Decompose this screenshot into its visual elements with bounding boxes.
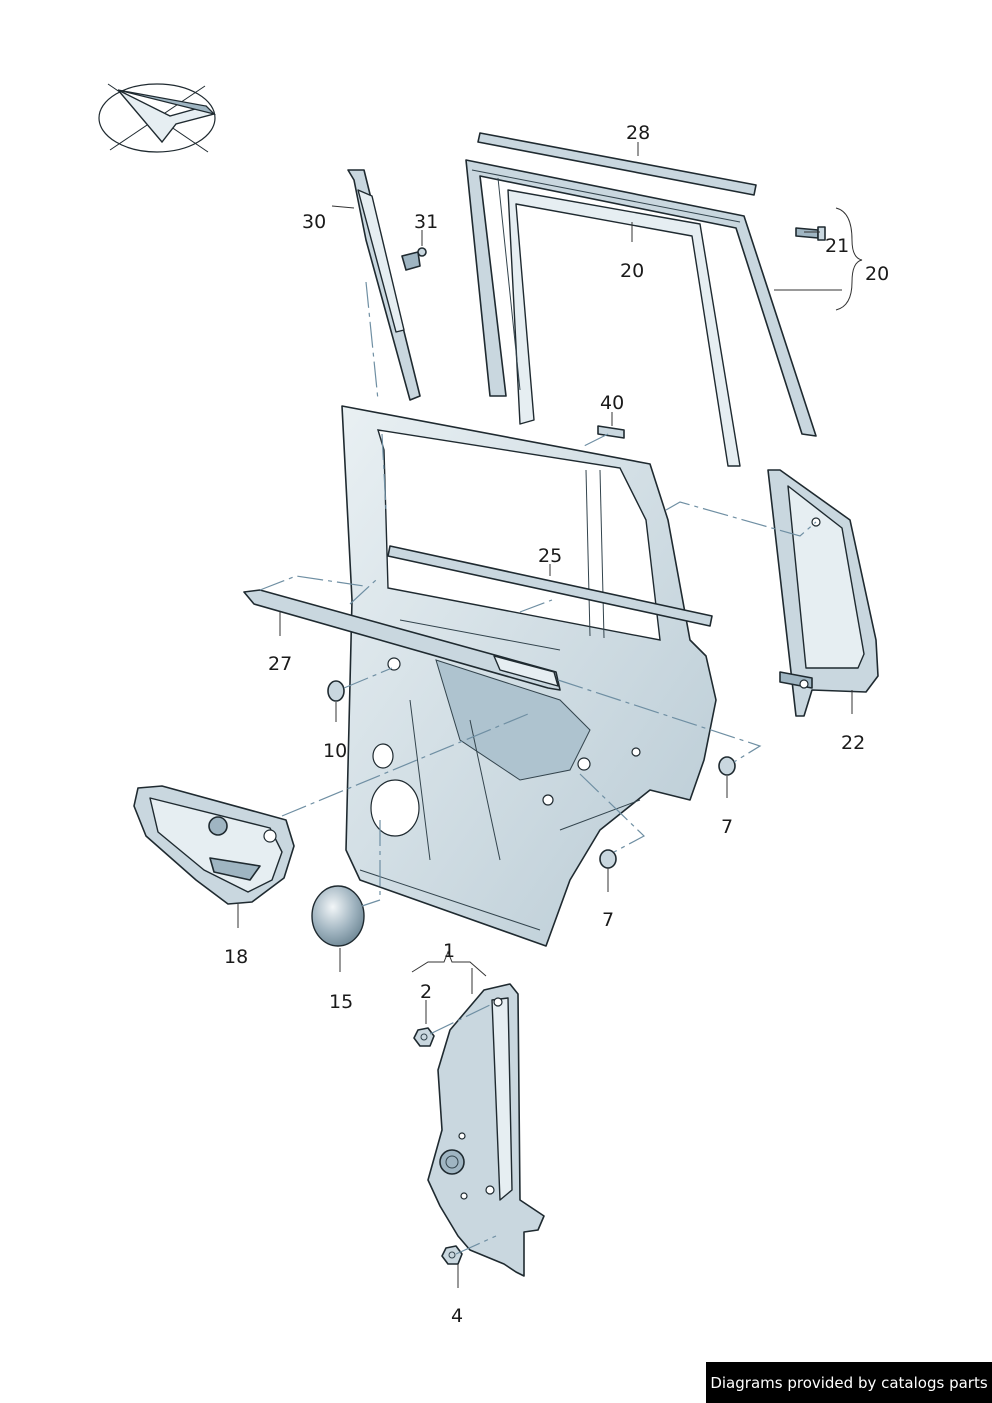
part-18-speaker-housing bbox=[133, 785, 295, 905]
callout-10: 10 bbox=[323, 740, 347, 762]
part-10-plug bbox=[327, 680, 345, 702]
part-28-outer-seal bbox=[477, 132, 757, 196]
part-7-plug-lower bbox=[599, 849, 617, 869]
callout-18: 18 bbox=[224, 946, 248, 968]
callout-21: 21 bbox=[825, 235, 849, 257]
callout-27: 27 bbox=[268, 653, 292, 675]
callout-7-lower: 7 bbox=[602, 909, 614, 931]
callout-labels: 28 30 31 20 21 20 40 25 27 22 10 7 7 18 … bbox=[224, 122, 889, 1327]
callout-7-upper: 7 bbox=[721, 816, 733, 838]
callout-40: 40 bbox=[600, 392, 624, 414]
part-40-pad bbox=[597, 425, 625, 439]
part-2-nut bbox=[413, 1027, 435, 1047]
callout-1: 1 bbox=[443, 940, 455, 962]
orientation-arrow-icon bbox=[98, 83, 216, 153]
callout-25: 25 bbox=[538, 545, 562, 567]
callout-22: 22 bbox=[841, 732, 865, 754]
watermark-label: Diagrams provided by catalogs parts bbox=[706, 1362, 992, 1403]
part-22-quarter-frame bbox=[767, 469, 879, 717]
part-1-window-regulator bbox=[427, 983, 545, 1277]
part-21-screw bbox=[795, 226, 826, 241]
part-31-clip bbox=[401, 247, 427, 271]
callout-20-group: 20 bbox=[865, 263, 889, 285]
callout-2: 2 bbox=[420, 981, 432, 1003]
leader-lines bbox=[237, 142, 863, 1288]
assembly-lines bbox=[259, 281, 817, 1255]
callout-28: 28 bbox=[626, 122, 650, 144]
part-20-window-channel bbox=[465, 159, 817, 467]
callout-4: 4 bbox=[451, 1305, 463, 1327]
callout-30: 30 bbox=[302, 211, 326, 233]
part-25-inner-belt-seal bbox=[387, 545, 713, 627]
part-15-speaker-cover bbox=[311, 885, 365, 947]
part-4-nut bbox=[441, 1245, 463, 1265]
part-7-plug-upper bbox=[718, 756, 736, 776]
callout-15: 15 bbox=[329, 991, 353, 1013]
part-30-pillar-trim bbox=[347, 169, 421, 401]
callout-31: 31 bbox=[414, 211, 438, 233]
callout-20: 20 bbox=[620, 260, 644, 282]
